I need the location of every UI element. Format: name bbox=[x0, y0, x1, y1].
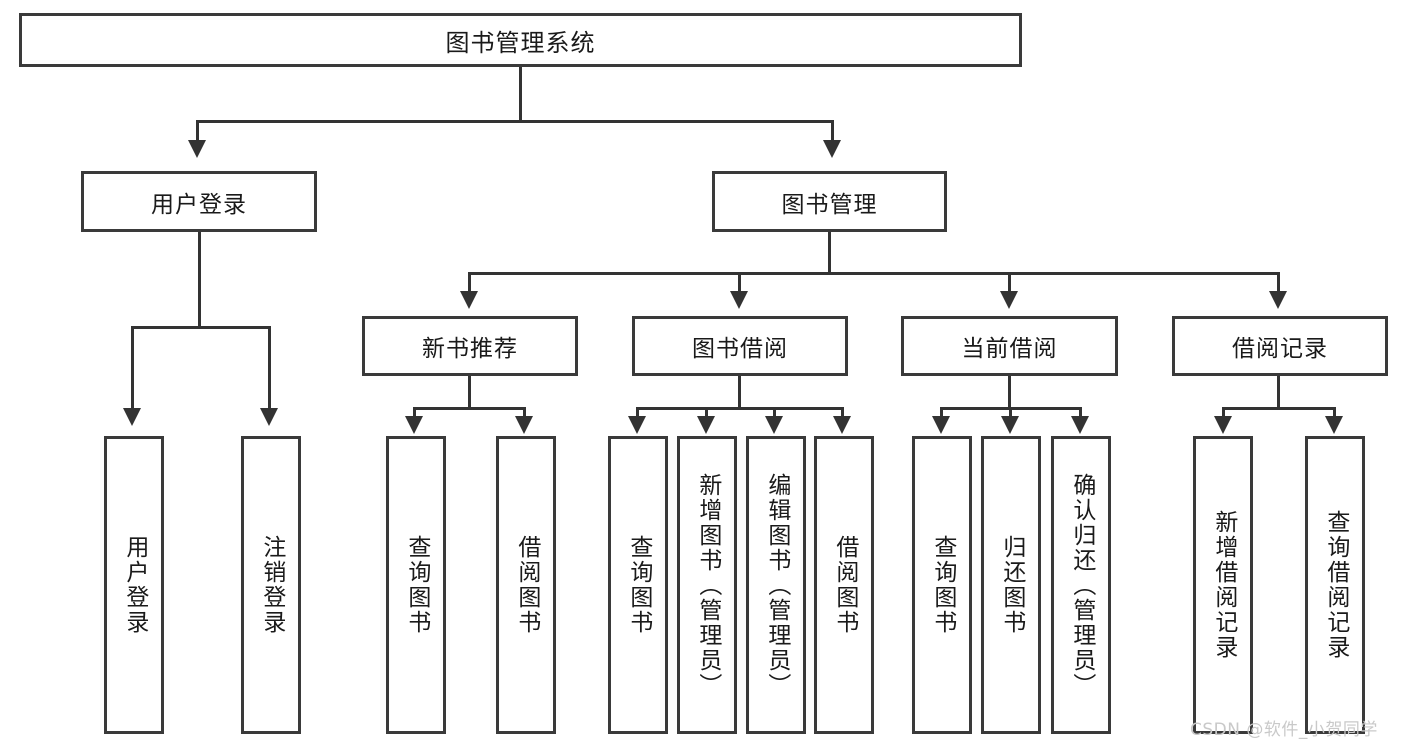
leaf-user-login-logout[interactable]: 注销登录 bbox=[241, 436, 301, 734]
node-label: 当前借阅 bbox=[961, 336, 1058, 362]
arrow-root-to-book-management bbox=[823, 140, 841, 158]
arrow-bb-leaf-1 bbox=[628, 416, 646, 434]
connector-nbr-branch-1 bbox=[413, 407, 416, 419]
leaf-cb-query-book[interactable]: 查询图书 bbox=[912, 436, 972, 734]
node-label: 图书借阅 bbox=[692, 336, 788, 362]
connector-user-login-bus bbox=[131, 326, 271, 329]
arrow-bb-leaf-2 bbox=[697, 416, 715, 434]
leaf-bb-borrow-book[interactable]: 借阅图书 bbox=[814, 436, 874, 734]
connector-bb-branch-3 bbox=[773, 407, 776, 419]
connector-cb-stem bbox=[1008, 376, 1011, 409]
leaf-label: 编辑图书（管理员） bbox=[763, 472, 790, 698]
connector-nbr-branch-2 bbox=[523, 407, 526, 419]
connector-user-login-stem bbox=[198, 232, 201, 328]
arrow-bm-to-new-book-recommend bbox=[460, 291, 478, 309]
arrow-cb-leaf-3 bbox=[1071, 416, 1089, 434]
connector-nbr-bus bbox=[413, 407, 526, 410]
leaf-label: 新增图书（管理员） bbox=[694, 472, 721, 698]
leaf-label: 新增借阅记录 bbox=[1210, 510, 1237, 660]
arrow-br-leaf-2 bbox=[1325, 416, 1343, 434]
arrow-bm-to-borrow-record bbox=[1269, 291, 1287, 309]
connector-root-bus bbox=[196, 120, 834, 123]
node-borrow-record[interactable]: 借阅记录 bbox=[1172, 316, 1388, 376]
arrow-bm-to-book-borrow bbox=[730, 291, 748, 309]
arrow-br-leaf-1 bbox=[1214, 416, 1232, 434]
leaf-nbr-query-book[interactable]: 查询图书 bbox=[386, 436, 446, 734]
leaf-label: 借阅图书 bbox=[513, 535, 540, 635]
arrow-cb-leaf-2 bbox=[1001, 416, 1019, 434]
leaf-label: 归还图书 bbox=[998, 535, 1025, 635]
node-new-book-recommend[interactable]: 新书推荐 bbox=[362, 316, 578, 376]
node-label: 图书管理系统 bbox=[445, 28, 596, 57]
leaf-label: 用户登录 bbox=[121, 535, 148, 635]
connector-bm-branch-3 bbox=[1008, 272, 1011, 294]
connector-br-branch-1 bbox=[1222, 407, 1225, 419]
connector-root-to-book-management bbox=[831, 120, 834, 143]
leaf-br-query-record[interactable]: 查询借阅记录 bbox=[1305, 436, 1365, 734]
node-label: 借阅记录 bbox=[1232, 336, 1328, 362]
connector-user-login-branch-1 bbox=[131, 326, 134, 411]
connector-book-management-stem bbox=[828, 232, 831, 274]
connector-cb-branch-2 bbox=[1009, 407, 1012, 419]
connector-book-management-bus bbox=[468, 272, 1280, 275]
leaf-label: 查询图书 bbox=[403, 535, 430, 635]
node-label: 新书推荐 bbox=[422, 336, 518, 362]
node-book-borrow[interactable]: 图书借阅 bbox=[632, 316, 848, 376]
connector-bm-branch-4 bbox=[1277, 272, 1280, 294]
connector-nbr-stem bbox=[468, 376, 471, 409]
leaf-bb-edit-book-admin[interactable]: 编辑图书（管理员） bbox=[746, 436, 806, 734]
node-root-book-management-system[interactable]: 图书管理系统 bbox=[19, 13, 1022, 67]
node-book-management[interactable]: 图书管理 bbox=[712, 171, 947, 232]
leaf-br-add-record[interactable]: 新增借阅记录 bbox=[1193, 436, 1253, 734]
connector-cb-branch-3 bbox=[1079, 407, 1082, 419]
connector-cb-branch-1 bbox=[940, 407, 943, 419]
arrow-bb-leaf-3 bbox=[765, 416, 783, 434]
arrow-nbr-leaf-2 bbox=[515, 416, 533, 434]
arrow-bb-leaf-4 bbox=[833, 416, 851, 434]
arrow-user-login-leaf-1 bbox=[123, 408, 141, 426]
leaf-label: 注销登录 bbox=[258, 535, 285, 635]
leaf-label: 查询图书 bbox=[929, 535, 956, 635]
connector-bb-branch-2 bbox=[705, 407, 708, 419]
leaf-bb-add-book-admin[interactable]: 新增图书（管理员） bbox=[677, 436, 737, 734]
node-current-borrow[interactable]: 当前借阅 bbox=[901, 316, 1118, 376]
leaf-user-login-login[interactable]: 用户登录 bbox=[104, 436, 164, 734]
connector-br-branch-2 bbox=[1333, 407, 1336, 419]
connector-root-stem bbox=[519, 67, 522, 120]
arrow-bm-to-current-borrow bbox=[1000, 291, 1018, 309]
node-label: 用户登录 bbox=[151, 191, 247, 218]
arrow-nbr-leaf-1 bbox=[405, 416, 423, 434]
leaf-label: 确认归还（管理员） bbox=[1068, 472, 1095, 698]
connector-user-login-branch-2 bbox=[268, 326, 271, 411]
leaf-bb-query-book[interactable]: 查询图书 bbox=[608, 436, 668, 734]
arrow-cb-leaf-1 bbox=[932, 416, 950, 434]
connector-bb-branch-1 bbox=[636, 407, 639, 419]
leaf-cb-return-book[interactable]: 归还图书 bbox=[981, 436, 1041, 734]
arrow-root-to-user-login bbox=[188, 140, 206, 158]
arrow-user-login-leaf-2 bbox=[260, 408, 278, 426]
connector-bb-stem bbox=[738, 376, 741, 409]
node-label: 图书管理 bbox=[781, 191, 878, 218]
connector-bb-branch-4 bbox=[841, 407, 844, 419]
connector-bb-bus bbox=[636, 407, 844, 410]
connector-br-bus bbox=[1222, 407, 1336, 410]
connector-bm-branch-2 bbox=[738, 272, 741, 294]
leaf-label: 查询图书 bbox=[625, 535, 652, 635]
leaf-nbr-borrow-book[interactable]: 借阅图书 bbox=[496, 436, 556, 734]
node-user-login[interactable]: 用户登录 bbox=[81, 171, 317, 232]
connector-bm-branch-1 bbox=[468, 272, 471, 294]
leaf-label: 查询借阅记录 bbox=[1322, 510, 1349, 660]
leaf-cb-confirm-return-admin[interactable]: 确认归还（管理员） bbox=[1051, 436, 1111, 734]
connector-root-to-user-login bbox=[196, 120, 199, 143]
leaf-label: 借阅图书 bbox=[831, 535, 858, 635]
csdn-watermark: CSDN @软件_小贺同学 bbox=[1190, 720, 1378, 740]
connector-br-stem bbox=[1277, 376, 1280, 409]
